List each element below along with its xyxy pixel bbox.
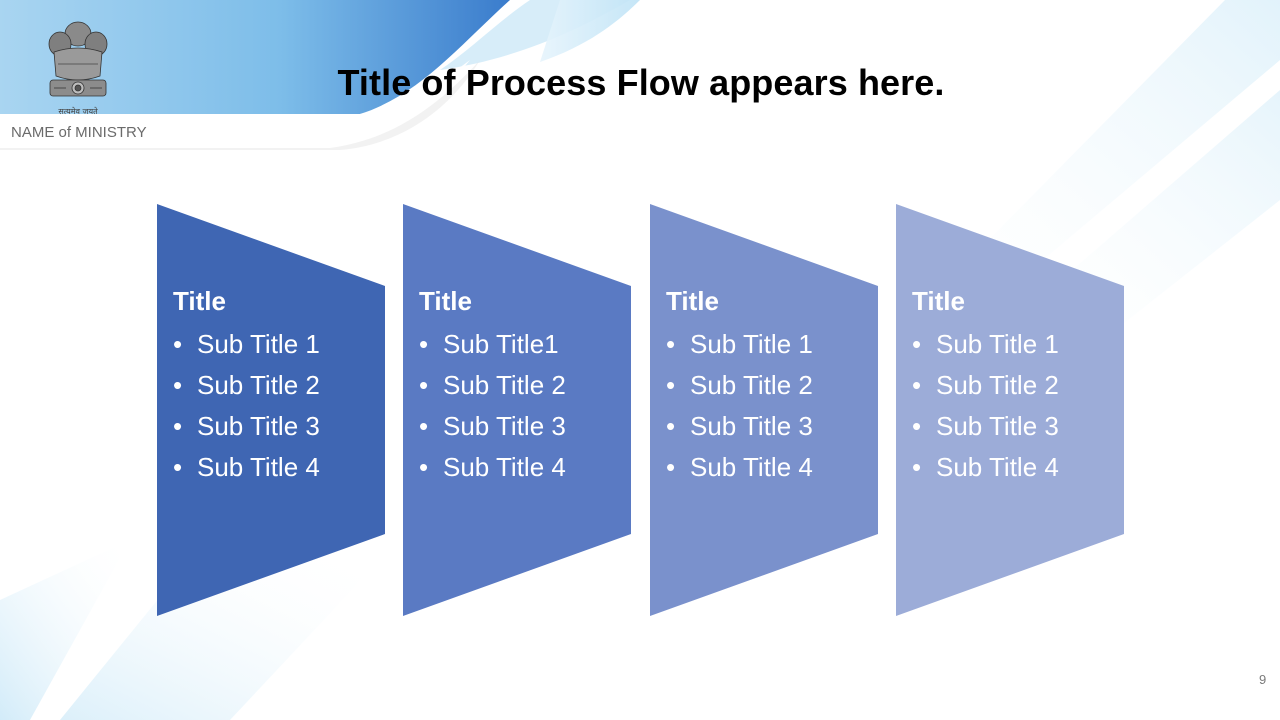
stage-2-item: •Sub Title 3 bbox=[419, 411, 566, 441]
national-emblem-icon bbox=[48, 21, 108, 97]
stage-3-item: •Sub Title 2 bbox=[666, 370, 813, 400]
stage-4-item: •Sub Title 4 bbox=[912, 452, 1059, 482]
process-stage-4: Title •Sub Title 1 •Sub Title 2 •Sub Tit… bbox=[896, 204, 1124, 616]
stage-4-title: Title bbox=[912, 286, 965, 316]
stage-2-shape bbox=[403, 204, 631, 616]
stage-2-item: •Sub Title 2 bbox=[419, 370, 566, 400]
stage-3-item: •Sub Title 1 bbox=[666, 329, 813, 359]
process-stage-3: Title •Sub Title 1 •Sub Title 2 •Sub Tit… bbox=[650, 204, 878, 616]
stage-1-item: •Sub Title 3 bbox=[173, 411, 320, 441]
stage-2-title: Title bbox=[419, 286, 472, 316]
stage-3-item: •Sub Title 4 bbox=[666, 452, 813, 482]
stage-2-item: •Sub Title 4 bbox=[419, 452, 566, 482]
stage-1-shape bbox=[157, 204, 385, 616]
stage-1-item: •Sub Title 1 bbox=[173, 329, 320, 359]
stage-1-item: •Sub Title 2 bbox=[173, 370, 320, 400]
ministry-name: NAME of MINISTRY bbox=[11, 124, 147, 141]
page-number: 9 bbox=[1259, 672, 1267, 687]
stage-2-item: •Sub Title1 bbox=[419, 329, 559, 359]
stage-1-title: Title bbox=[173, 286, 226, 316]
slide-title: Title of Process Flow appears here. bbox=[337, 62, 945, 103]
stage-3-shape bbox=[650, 204, 878, 616]
stage-3-item: •Sub Title 3 bbox=[666, 411, 813, 441]
process-stage-1: Title •Sub Title 1 •Sub Title 2 •Sub Tit… bbox=[157, 204, 385, 616]
stage-1-item: •Sub Title 4 bbox=[173, 452, 320, 482]
stage-4-shape bbox=[896, 204, 1124, 616]
stage-4-item: •Sub Title 3 bbox=[912, 411, 1059, 441]
stage-4-item: •Sub Title 1 bbox=[912, 329, 1059, 359]
stage-4-item: •Sub Title 2 bbox=[912, 370, 1059, 400]
process-stage-2: Title •Sub Title1 •Sub Title 2 •Sub Titl… bbox=[403, 204, 631, 616]
emblem-motto: सत्यमेव जयते bbox=[58, 107, 98, 116]
stage-3-title: Title bbox=[666, 286, 719, 316]
